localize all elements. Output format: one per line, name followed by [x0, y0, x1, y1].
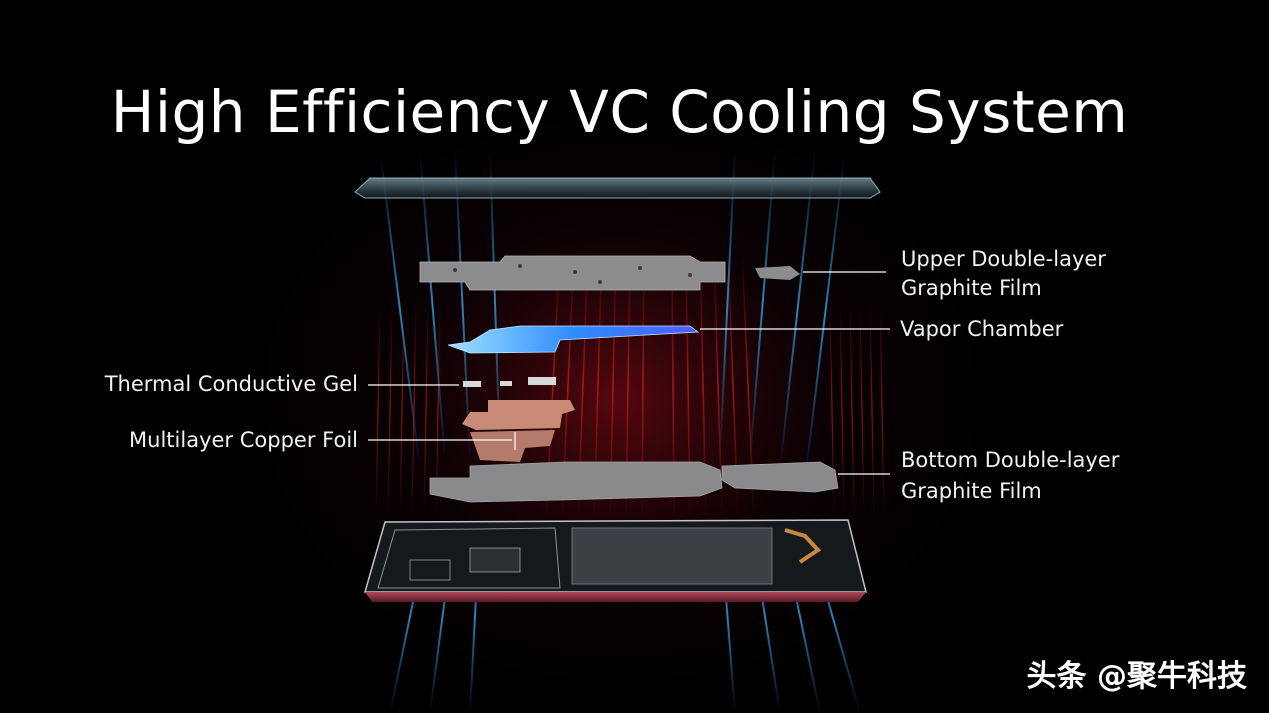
label-line: Bottom Double-layer	[901, 445, 1119, 476]
phone-frame-edge	[365, 592, 866, 602]
thermal-gel-pad	[528, 377, 556, 385]
airflow-streak	[870, 300, 874, 520]
glass-cover-layer	[355, 178, 880, 198]
label-multilayer-copper-foil: Multilayer Copper Foil	[40, 426, 358, 455]
label-line: Graphite Film	[901, 274, 1106, 303]
phone-battery	[572, 528, 772, 584]
bottom-graphite-film	[430, 462, 722, 502]
label-line: Upper Double-layer	[901, 245, 1106, 274]
thermal-gel-pad	[463, 381, 481, 387]
label-upper-graphite-film: Upper Double-layer Graphite Film	[901, 245, 1106, 303]
label-thermal-conductive-gel: Thermal Conductive Gel	[40, 370, 358, 399]
thermal-gel-pad	[500, 381, 512, 386]
airflow-streak	[880, 300, 884, 520]
bottom-graphite-film-extension	[722, 462, 838, 492]
label-bottom-graphite-film: Bottom Double-layer Graphite Film	[901, 445, 1119, 507]
label-vapor-chamber: Vapor Chamber	[900, 315, 1063, 344]
watermark: 头条 @聚牛科技	[1027, 651, 1247, 695]
label-line: Graphite Film	[901, 476, 1119, 507]
page-title: High Efficiency VC Cooling System	[0, 78, 1269, 146]
airflow-streak	[860, 300, 864, 520]
phone-chip	[470, 548, 520, 572]
